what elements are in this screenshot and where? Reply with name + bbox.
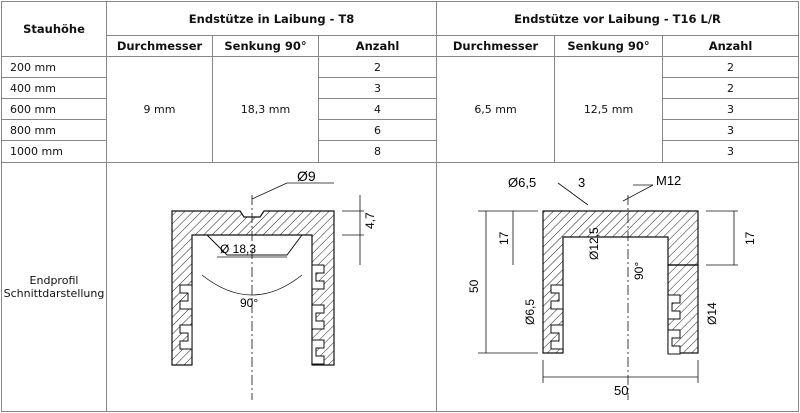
t16-anzahl-cell: 3 bbox=[662, 98, 800, 120]
t8-anzahl-cell: 3 bbox=[317, 77, 438, 99]
t8-anzahl-cell: 8 bbox=[317, 140, 438, 163]
header-stauhoehe: Stauhöhe bbox=[1, 1, 107, 57]
stau-cell: 800 mm bbox=[1, 119, 107, 141]
schnittdarstellung-label: Schnittdarstellung bbox=[3, 287, 105, 300]
dim-3-label: 3 bbox=[578, 175, 585, 190]
table-row: 1000 mm 8 3 bbox=[1, 140, 800, 163]
t16-profile-section bbox=[541, 209, 699, 354]
dim-50-horizontal-label: 50 bbox=[614, 383, 628, 398]
dim-phi125-label: Ø12,5 bbox=[587, 226, 601, 259]
stau-cell: 400 mm bbox=[1, 77, 107, 99]
t8-anzahl-cell: 4 bbox=[317, 98, 438, 120]
t8-profile-section bbox=[170, 209, 335, 366]
t8-anzahl-cell: 2 bbox=[317, 56, 438, 78]
endprofil-label: Endprofil bbox=[29, 274, 79, 287]
table-row: 800 mm 6 3 bbox=[1, 119, 800, 141]
dim-90-label: 90° bbox=[240, 296, 258, 310]
subheader-anzahl-t16: Anzahl bbox=[662, 35, 800, 57]
t16-anzahl-cell: 2 bbox=[662, 77, 800, 99]
stau-cell: 600 mm bbox=[1, 98, 107, 120]
t8-senkung-cell: 18,3 mm bbox=[212, 56, 319, 163]
t16-anzahl-cell: 2 bbox=[662, 56, 800, 78]
t8-anzahl-cell: 6 bbox=[317, 119, 438, 141]
subheader-senkung-t16: Senkung 90° bbox=[554, 35, 664, 57]
header-group-t8: Endstütze in Laibung - T8 bbox=[105, 1, 438, 36]
subheader-durchmesser-t16: Durchmesser bbox=[436, 35, 556, 57]
table-row: 200 mm 9 mm 18,3 mm 2 6,5 mm 12,5 mm 2 bbox=[1, 56, 800, 163]
stau-cell: 1000 mm bbox=[1, 140, 107, 163]
endprofil-label-cell: Endprofil Schnittdarstellung bbox=[1, 162, 107, 412]
dim-17-right-label: 17 bbox=[743, 231, 757, 245]
dim-phi65-top-label: Ø6,5 bbox=[508, 175, 536, 190]
subheader-senkung-t8: Senkung 90° bbox=[212, 35, 319, 57]
drawing-cell-t8: Ø9 Ø 18,3 4,7 90° bbox=[105, 162, 438, 412]
t16-profile-drawing: Ø6,5 3 M12 17 Ø12,5 90° 17 50 Ø6,5 Ø14 5… bbox=[467, 173, 757, 400]
t16-senkung-cell: 12,5 mm bbox=[554, 56, 664, 163]
dim-phi14-label: Ø14 bbox=[705, 301, 719, 324]
t16-dimension-lines bbox=[477, 182, 738, 400]
dim-phi183-label: Ø 18,3 bbox=[220, 242, 256, 256]
dim-m12-label: M12 bbox=[656, 173, 681, 188]
t8-profile-drawing: Ø9 Ø 18,3 4,7 90° bbox=[170, 168, 377, 400]
dim-90-label-t16: 90° bbox=[632, 261, 646, 279]
stau-cell: 200 mm bbox=[1, 56, 107, 78]
dim-47-label: 4,7 bbox=[363, 211, 377, 228]
dim-17-left-label: 17 bbox=[497, 231, 511, 245]
drawing-cell-t16: Ø6,5 3 M12 17 Ø12,5 90° 17 50 Ø6,5 Ø14 5… bbox=[436, 162, 800, 412]
subheader-durchmesser-t8: Durchmesser bbox=[106, 35, 213, 57]
dim-50-vertical-label: 50 bbox=[467, 279, 481, 293]
table-row: 600 mm 4 3 bbox=[1, 98, 800, 120]
t16-anzahl-cell: 3 bbox=[662, 119, 800, 141]
dim-phi65-side-label: Ø6,5 bbox=[523, 298, 537, 324]
t16-anzahl-cell: 3 bbox=[662, 140, 800, 163]
t8-durchmesser-cell: 9 mm bbox=[106, 56, 213, 163]
t8-dimension-lines bbox=[201, 182, 364, 400]
header-group-t16: Endstütze vor Laibung - T16 L/R bbox=[436, 1, 800, 36]
t16-durchmesser-cell: 6,5 mm bbox=[436, 56, 556, 163]
dim-phi9-label: Ø9 bbox=[297, 168, 316, 184]
subheader-anzahl-t8: Anzahl bbox=[317, 35, 438, 57]
